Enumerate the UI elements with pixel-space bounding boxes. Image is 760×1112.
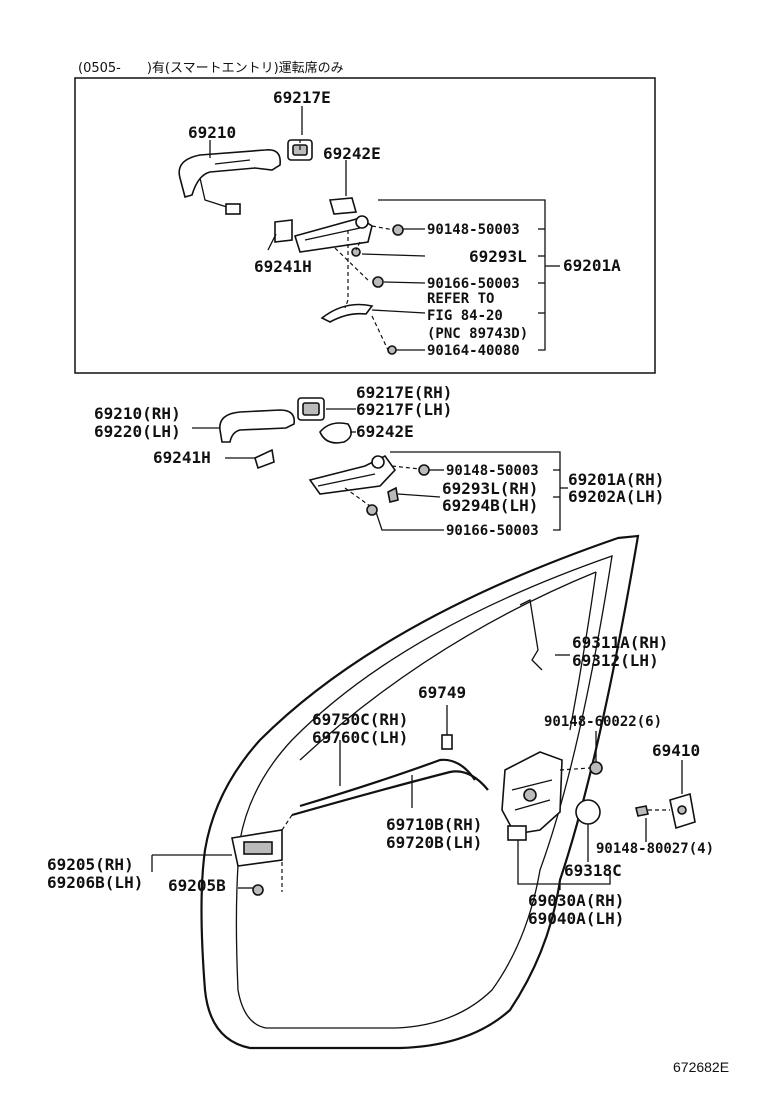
screw-drawing-1: [392, 224, 404, 236]
label-refer-to: REFER TO: [427, 291, 494, 307]
main-pad-drawing: [254, 448, 275, 470]
label-69201A-inset: 69201A: [563, 256, 621, 275]
bolt-90148-60022-drawing: [589, 761, 603, 775]
label-69210-inset: 69210: [188, 123, 236, 142]
main-screw-drawing-2: [387, 486, 399, 503]
label-90148-50003-inset: 90148-50003: [427, 222, 520, 238]
label-69201A-rh: 69201A(RH): [568, 470, 664, 489]
inset-frame: [74, 77, 656, 374]
label-69318C: 69318C: [564, 861, 622, 880]
label-90148-80027: 90148-80027(4): [596, 841, 714, 857]
label-69760C-lh: 69760C(LH): [312, 728, 408, 747]
label-69312-lh: 69312(LH): [572, 651, 659, 670]
label-69241H-inset: 69241H: [254, 257, 312, 276]
screw-drawing-3: [372, 276, 384, 288]
main-cap-drawing: [297, 397, 325, 421]
label-fig-84-20: FIG 84-20: [427, 308, 503, 324]
inside-handle-drawing: [231, 829, 283, 867]
clip-69749-drawing: [441, 705, 453, 750]
bolt-90148-80027-drawing: [635, 805, 649, 817]
door-inner-outline: [235, 555, 613, 1029]
label-69720B-lh: 69720B(LH): [386, 833, 482, 852]
header-note: (0505- )有(スマートエントリ)運転席のみ: [78, 60, 344, 76]
lever-drawing: [320, 303, 374, 323]
label-69202A-lh: 69202A(LH): [568, 487, 664, 506]
label-69242E-inset: 69242E: [323, 144, 381, 163]
label-69311A-rh: 69311A(RH): [572, 633, 668, 652]
cable-69710B: [299, 758, 476, 808]
label-69293L-inset: 69293L: [469, 247, 527, 266]
label-69220-lh: 69220(LH): [94, 422, 181, 441]
handle-frame-drawing: [293, 215, 373, 253]
label-69710B-rh: 69710B(RH): [386, 815, 482, 834]
label-69210-rh: 69210(RH): [94, 404, 181, 423]
label-69217F-lh: 69217F(LH): [356, 400, 452, 419]
inset-box: 69217E 69210 69242E 90148-50003 69293L 6…: [74, 77, 656, 374]
label-69217E-inset: 69217E: [273, 88, 331, 107]
outside-handle-drawing: [178, 148, 282, 215]
figure-id: 672682E: [673, 1059, 729, 1075]
label-90166-50003-main: 90166-50003: [446, 523, 539, 539]
label-69242E-main: 69242E: [356, 422, 414, 441]
striker-69410-drawing: [669, 792, 696, 830]
main-frame-drawing: [308, 454, 397, 495]
label-90164-40080-inset: 90164-40080: [427, 343, 520, 359]
pad-drawing: [274, 219, 293, 243]
screw-drawing-2: [351, 247, 361, 257]
door-outline: [200, 534, 640, 1050]
label-90166-50003-inset: 90166-50003: [427, 276, 520, 292]
label-69749: 69749: [418, 683, 466, 702]
label-69205-rh: 69205(RH): [47, 855, 134, 874]
label-69293L-rh: 69293L(RH): [442, 479, 538, 498]
main-gasket-drawing: [319, 422, 352, 444]
label-69030A-rh: 69030A(RH): [528, 891, 624, 910]
window-frame-line: [299, 571, 597, 761]
window-rear-line: [569, 571, 597, 731]
main-handle-group: 69217E(RH) 69217F(LH) 69210(RH) 69220(LH…: [94, 383, 664, 539]
screw-69205B-drawing: [252, 884, 264, 896]
label-69217E-rh: 69217E(RH): [356, 383, 452, 402]
label-69205B: 69205B: [168, 876, 226, 895]
label-69294B-lh: 69294B(LH): [442, 496, 538, 515]
door-lock-assembly-drawing: [501, 751, 563, 841]
label-69206B-lh: 69206B(LH): [47, 873, 143, 892]
label-69750C-rh: 69750C(RH): [312, 710, 408, 729]
label-69410: 69410: [652, 741, 700, 760]
screw-drawing-4: [387, 345, 397, 355]
lock-rod-drawing: [519, 599, 543, 671]
cap-69318C-drawing: [575, 799, 601, 825]
gasket-drawing: [328, 197, 358, 215]
label-69040A-lh: 69040A(LH): [528, 909, 624, 928]
label-90148-50003-main: 90148-50003: [446, 463, 539, 479]
main-screw-drawing-3: [366, 504, 378, 516]
main-outside-handle-drawing: [219, 409, 296, 443]
label-69241H-main: 69241H: [153, 448, 211, 467]
label-90148-60022: 90148-60022(6): [544, 714, 662, 730]
main-screw-drawing-1: [418, 464, 430, 476]
label-pnc-89743d: (PNC 89743D): [427, 326, 528, 342]
door-group: [151, 534, 696, 1050]
